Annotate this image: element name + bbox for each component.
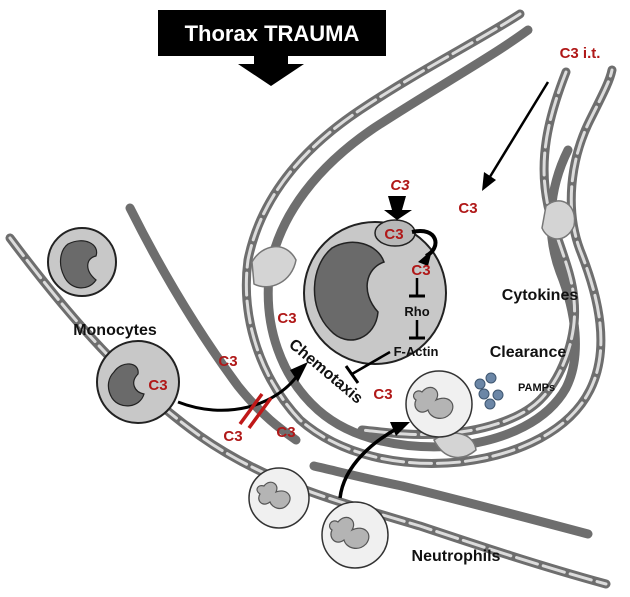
trauma-arrow-icon [238, 56, 304, 86]
title-text: Thorax TRAUMA [185, 21, 360, 46]
label-c3-vessel-lower-left: C3 [223, 428, 242, 445]
label-c3-it: C3 i.t. [560, 45, 601, 62]
pamp-particles [475, 373, 503, 409]
label-neutrophils: Neutrophils [412, 548, 501, 565]
label-c3-alveolar: C3 [458, 200, 477, 217]
label-c3-left-alveolus: C3 [277, 310, 296, 327]
alveolar-macrophage [304, 220, 446, 364]
label-c3-vesicle: C3 [384, 226, 403, 243]
neutrophil-1 [249, 468, 309, 528]
label-c3-lower: C3 [373, 386, 392, 403]
label-c3-vessel-lower-right: C3 [276, 424, 295, 441]
monocyte-1 [48, 228, 116, 296]
label-monocytes: Monocytes [73, 322, 157, 339]
label-pamps: PAMPs [518, 382, 555, 394]
neutrophil-2 [322, 502, 388, 568]
label-c3-uptake: C3 [390, 177, 410, 194]
uptake-arrow-icon [384, 196, 412, 220]
label-c3-cytosol: C3 [411, 262, 430, 279]
arrow-head-icon [482, 172, 496, 191]
title-banner: Thorax TRAUMA [158, 10, 386, 86]
neutrophil-3 [406, 371, 472, 437]
label-cytokines: Cytokines [502, 287, 579, 304]
label-f-actin: F-Actin [394, 344, 439, 359]
label-c3-vessel: C3 [218, 353, 237, 370]
label-clearance: Clearance [490, 344, 567, 361]
label-rho: Rho [404, 304, 429, 319]
label-c3-monocyte: C3 [148, 377, 167, 394]
